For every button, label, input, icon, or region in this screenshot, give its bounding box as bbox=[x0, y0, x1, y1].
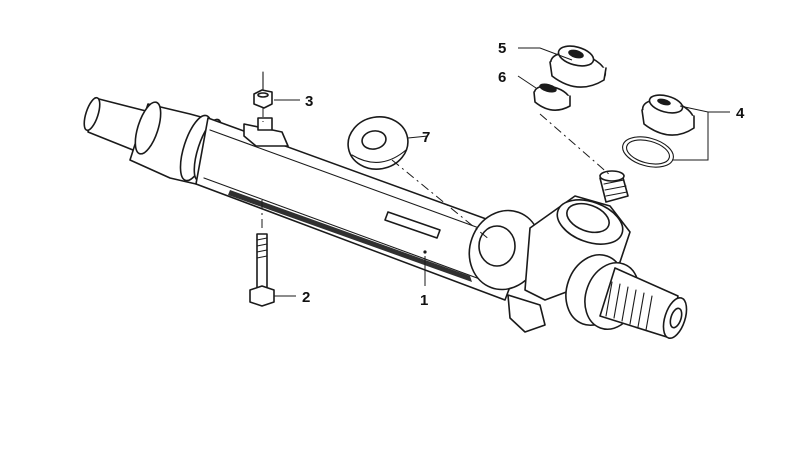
callout-2: 2 bbox=[302, 289, 310, 306]
callout-5: 5 bbox=[498, 40, 506, 57]
callout-6: 6 bbox=[498, 69, 506, 86]
callout-7: 7 bbox=[422, 129, 430, 146]
bushing-part-5 bbox=[549, 45, 607, 88]
callout-1: 1 bbox=[420, 292, 428, 309]
leader-lines bbox=[274, 47, 730, 297]
bolt-part-2 bbox=[249, 200, 275, 307]
ring-part-6 bbox=[533, 83, 611, 176]
callout-4: 4 bbox=[736, 105, 745, 122]
callout-labels: 1 2 3 4 5 6 7 bbox=[302, 40, 745, 309]
seal-cap-part-7 bbox=[347, 116, 491, 241]
steering-rack-housing bbox=[83, 96, 688, 340]
bushing-oring-part-4 bbox=[622, 94, 695, 168]
callout-3: 3 bbox=[305, 93, 313, 110]
nut-part-3 bbox=[253, 71, 273, 122]
rack-teeth bbox=[605, 281, 653, 331]
